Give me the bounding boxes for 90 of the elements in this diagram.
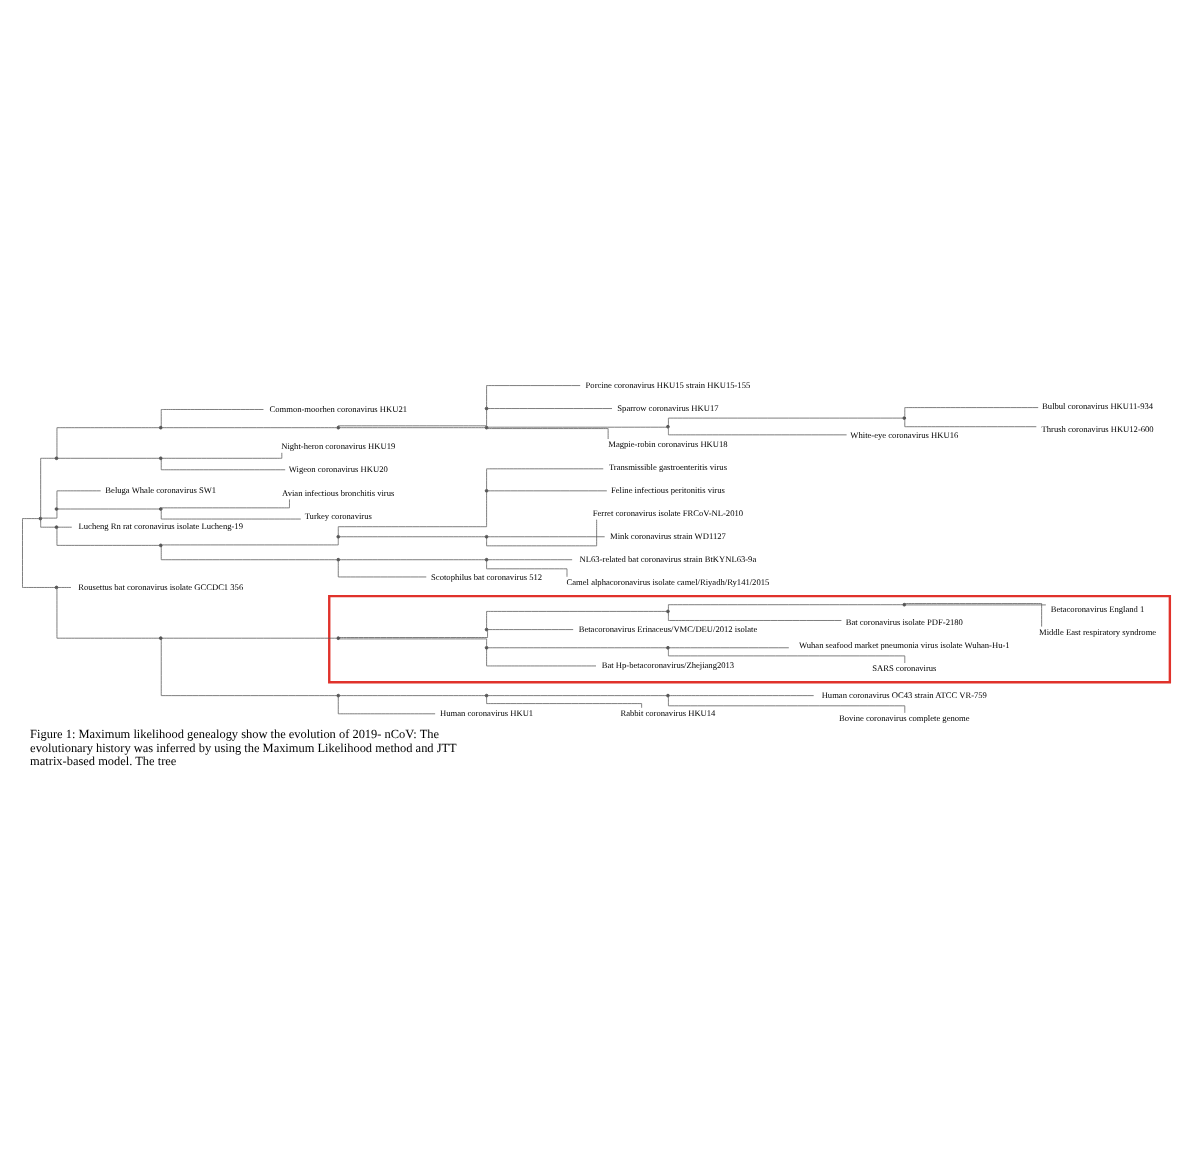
node-point: [54, 585, 59, 590]
node-point: [336, 693, 341, 698]
connector: [41, 510, 58, 519]
connector: [40, 519, 56, 528]
node-point: [484, 557, 489, 562]
connector: [487, 559, 573, 561]
connector: [668, 648, 906, 664]
connector: [904, 407, 1039, 417]
node-point: [54, 525, 59, 530]
node-point: [902, 416, 907, 420]
cluster: [328, 594, 1172, 684]
node-point: [484, 645, 489, 650]
node-point: [666, 645, 670, 650]
connector: [486, 385, 581, 408]
connector: [487, 629, 574, 630]
connector: [160, 409, 264, 427]
connector: [487, 490, 608, 492]
node-point: [158, 543, 163, 548]
connector: [161, 499, 290, 509]
connector: [57, 457, 160, 459]
connector: [56, 490, 102, 508]
connector: [56, 427, 160, 458]
connector: [56, 588, 160, 639]
node-point: [158, 507, 163, 511]
connector: [668, 612, 842, 621]
connector: [40, 457, 56, 518]
node-point: [336, 534, 341, 539]
connector: [668, 427, 847, 436]
connector: [161, 637, 337, 639]
node-point: [38, 516, 43, 521]
node-point: [484, 627, 489, 632]
connector: [486, 696, 642, 709]
connector: [22, 518, 56, 588]
connector: [904, 603, 1042, 627]
connector: [339, 638, 487, 647]
node-point: [484, 488, 489, 493]
node-point: [158, 636, 163, 641]
connector: [337, 492, 487, 536]
node-point: [54, 507, 59, 511]
connector: [486, 648, 597, 667]
connector: [486, 468, 604, 490]
connector: [339, 559, 486, 561]
connector: [487, 647, 667, 649]
connector: [486, 560, 568, 578]
node-point: [158, 456, 163, 461]
node-point: [484, 406, 489, 411]
node-point: [336, 557, 341, 562]
node-point: [484, 534, 489, 539]
connector: [160, 639, 338, 696]
node-point: [484, 693, 489, 698]
connector: [668, 604, 904, 611]
connector: [339, 536, 486, 538]
node-point: [484, 425, 489, 430]
connector: [669, 647, 790, 649]
connector: [337, 409, 487, 427]
node-point: [666, 424, 670, 429]
connector: [337, 560, 427, 578]
node-point: [158, 425, 163, 430]
connector: [905, 604, 1047, 606]
connector: [57, 526, 73, 528]
connector: [487, 408, 613, 409]
connector: [160, 510, 302, 520]
connector: [339, 427, 486, 429]
connector: [57, 587, 72, 588]
node-point: [54, 456, 59, 461]
connector: [486, 519, 598, 547]
node-point: [666, 693, 670, 698]
connector: [162, 452, 283, 459]
connector: [160, 459, 286, 471]
connector: [57, 508, 160, 510]
connector: [486, 611, 667, 629]
node-point: [902, 602, 907, 607]
connector: [487, 426, 667, 428]
connector: [487, 695, 667, 696]
node-point: [666, 609, 670, 614]
node-point: [336, 425, 341, 430]
connector: [337, 696, 436, 715]
connector: [669, 695, 815, 696]
connector: [161, 537, 339, 546]
connector: [668, 696, 906, 714]
connector: [487, 428, 609, 440]
node-point: [336, 636, 341, 641]
connector: [668, 417, 904, 426]
connector: [161, 427, 337, 429]
connector: [904, 419, 1037, 428]
connector: [56, 528, 160, 546]
connector: [487, 536, 606, 538]
connector: [339, 695, 486, 696]
connector: [160, 546, 338, 561]
connector: [339, 630, 488, 638]
